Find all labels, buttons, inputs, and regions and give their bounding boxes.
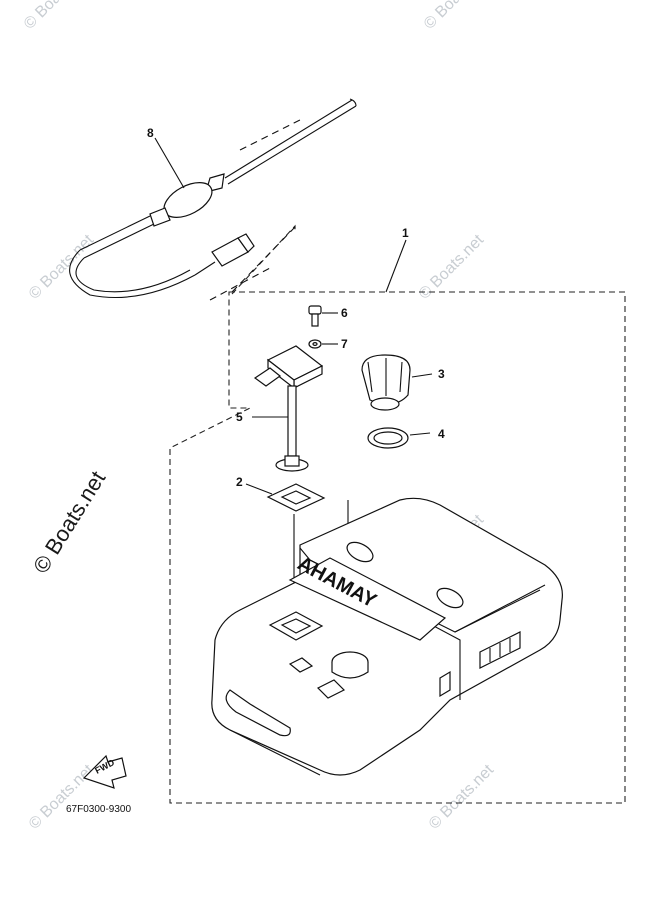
watermark-large: © Boats.net [28,467,110,578]
tank-label-panel [288,557,447,641]
fuel-cap-part: 3 [361,354,445,411]
watermark-mid-left: © Boats.net [26,231,98,303]
screw-part: 6 [308,305,348,327]
fwd-arrow-icon [82,754,127,789]
callout-7: 7 [341,337,348,351]
washer-part: 7 [308,337,348,351]
watermark-bottom-right: © Boats.net [426,761,498,833]
fuel-line-assembly: 8 [69,98,357,301]
callout-6: 6 [341,306,348,320]
part-code: 67F0300-9300 [66,804,131,815]
tank-handle [225,689,291,737]
callout-3: 3 [438,367,445,381]
assembly-boundary [169,291,626,804]
fuel-tank: YAMAHA [211,497,563,776]
callout-4: 4 [438,427,445,441]
watermark-bottom-left: © Boats.net [26,761,98,833]
callout-8: 8 [147,126,154,140]
fuel-gauge-part: 5 [236,345,324,472]
callout-2: 2 [236,475,243,489]
callout-5: 5 [236,410,243,424]
callout-1: 1 [402,226,409,240]
watermark-top-left: © Boats.net [21,0,93,33]
fwd-arrow: FWD [82,754,127,789]
watermark-top-right: © Boats.net [421,0,493,33]
